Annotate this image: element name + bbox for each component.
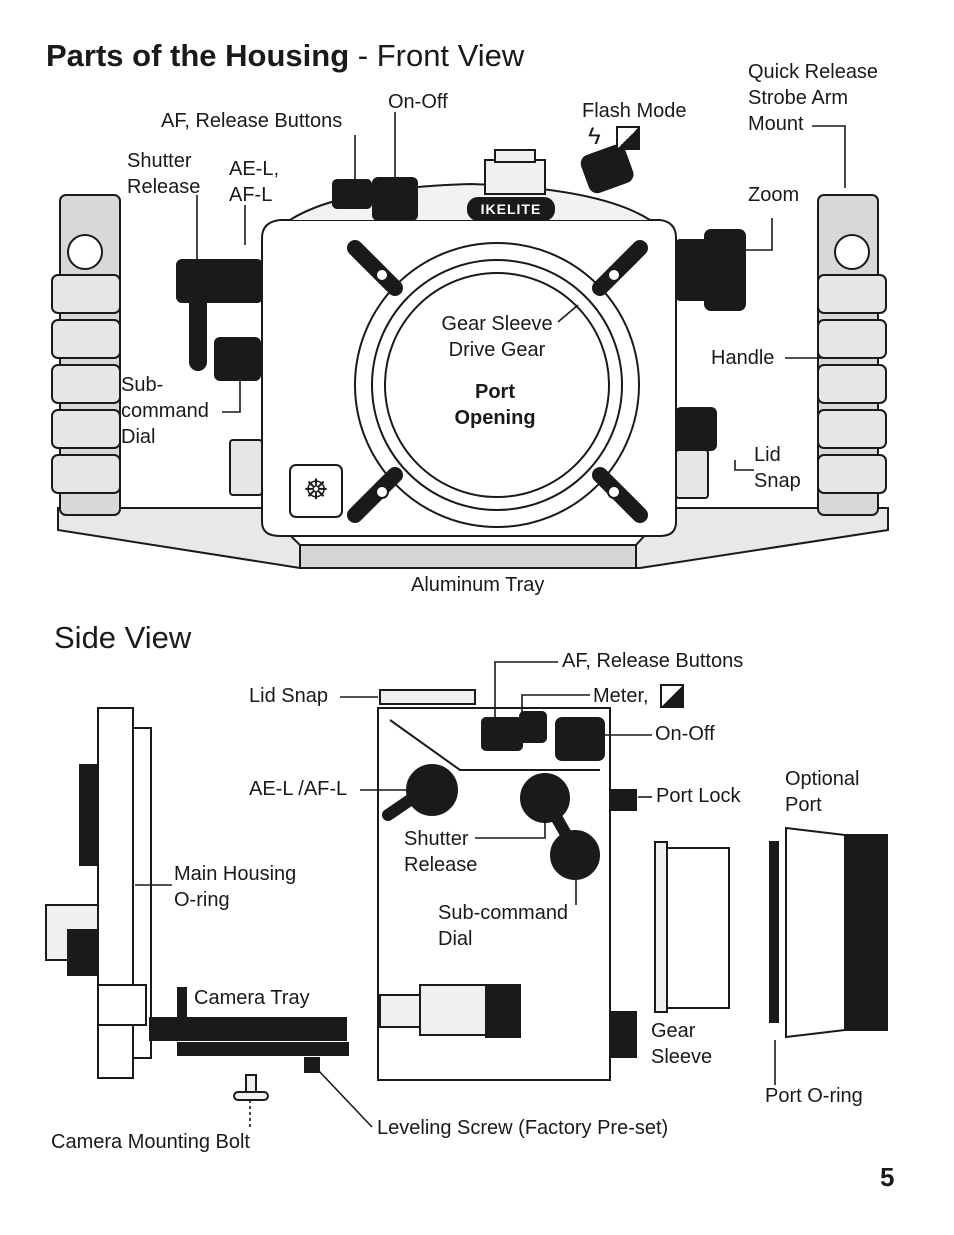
label-meter: Meter, xyxy=(593,685,649,707)
left-handle xyxy=(51,194,121,516)
label-flash-mode: Flash Mode xyxy=(582,100,687,122)
label-lid-snap-side: Lid Snap xyxy=(249,685,328,707)
octopus-logo xyxy=(289,464,343,518)
label-quick-release: Quick Release Strobe Arm Mount xyxy=(748,61,879,135)
label-leveling-screw: Leveling Screw (Factory Pre-set) xyxy=(377,1117,669,1139)
front-view-diagram xyxy=(51,112,889,569)
front-view-title: Parts of the Housing - Front View xyxy=(46,38,524,74)
label-ae-l-af-l-side: AE-L /AF-L xyxy=(249,778,348,800)
label-port-oring: Port O-ring xyxy=(765,1085,863,1107)
ikelite-badge xyxy=(467,197,555,221)
exposure-compensation-icon xyxy=(616,126,640,150)
label-sub-command-dial-front: Sub- command Dial xyxy=(121,374,209,448)
right-handle xyxy=(817,194,887,516)
label-ae-l-af-l-front: AE-L, AF-L xyxy=(229,158,280,206)
label-shutter-release-front: Shutter Release xyxy=(127,150,201,198)
exposure-compensation-icon-side xyxy=(660,684,684,708)
side-housing xyxy=(377,707,611,1081)
label-gear-sleeve-drive-gear: Gear Sleeve Drive Gear xyxy=(441,313,553,361)
front-title-rest: - Front View xyxy=(349,38,525,73)
ikelite-logo-text: IKELITE xyxy=(480,201,542,217)
label-sub-command-dial-side: Sub-command Dial xyxy=(438,902,569,950)
side-view-title: Side View xyxy=(54,620,192,655)
label-shutter-release-side: Shutter Release xyxy=(404,828,478,876)
page-number: 5 xyxy=(880,1162,895,1192)
label-handle: Handle xyxy=(711,347,775,369)
gear-sleeve-shape xyxy=(654,841,668,1013)
label-lid-snap-front: Lid Snap xyxy=(754,444,801,492)
label-af-release-buttons: AF, Release Buttons xyxy=(161,110,343,132)
label-main-housing-oring: Main Housing O-ring xyxy=(174,863,297,911)
label-gear-sleeve-side: Gear Sleeve xyxy=(651,1020,713,1068)
label-port-lock: Port Lock xyxy=(656,785,741,807)
label-optional-port: Optional Port xyxy=(785,768,860,816)
flash-icon: ϟ xyxy=(588,123,601,150)
label-camera-tray: Camera Tray xyxy=(194,987,310,1009)
label-camera-mounting-bolt: Camera Mounting Bolt xyxy=(51,1131,250,1153)
label-zoom: Zoom xyxy=(748,184,800,206)
label-aluminum-tray: Aluminum Tray xyxy=(411,574,545,596)
label-af-release-buttons-side: AF, Release Buttons xyxy=(562,650,744,672)
label-on-off: On-Off xyxy=(388,91,448,113)
label-on-off-side: On-Off xyxy=(655,723,715,745)
label-port-opening: Port Opening xyxy=(454,381,536,429)
octopus-icon: ☸ xyxy=(303,474,329,505)
front-title-bold: Parts of the Housing xyxy=(46,38,350,73)
